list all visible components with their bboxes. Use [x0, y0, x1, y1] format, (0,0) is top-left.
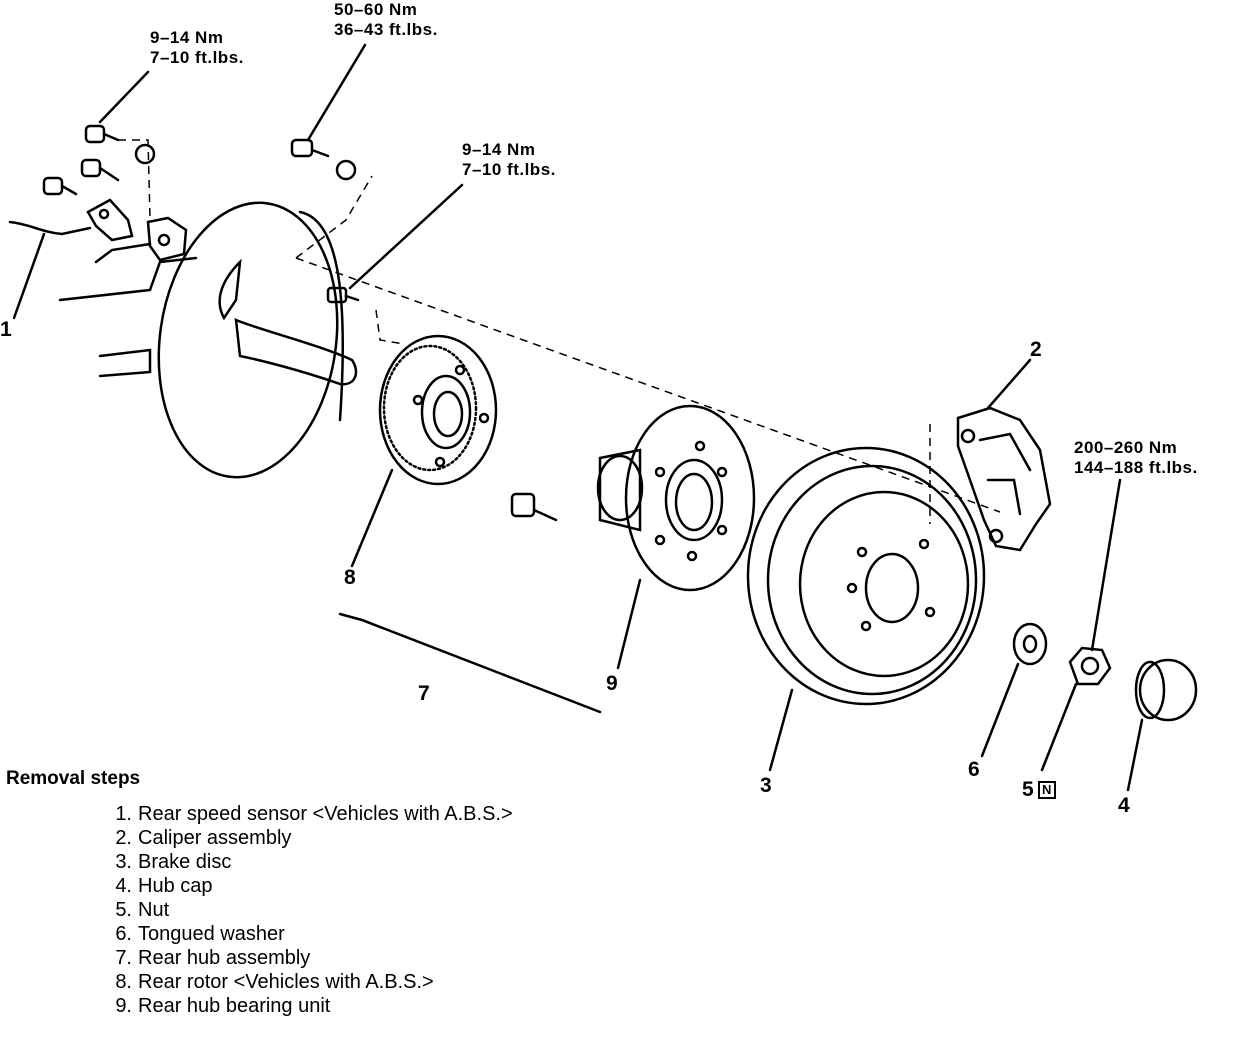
torque-nm: 9–14 Nm: [150, 28, 224, 47]
hub-assembly-bracket: [338, 612, 602, 714]
leader-callout-8: [350, 468, 394, 568]
callout-4: 4: [1118, 794, 1130, 817]
list-item: 5. Nut: [102, 898, 518, 922]
axle-housing-upper: [58, 256, 198, 302]
hub-bolt: [510, 492, 558, 522]
hub-nut: [1068, 646, 1112, 686]
dashed-line-plate-bolt: [295, 175, 373, 259]
step-number: 6.: [115, 923, 132, 945]
removal-steps-list: 1. Rear speed sensor <Vehicles with A.B.S…: [6, 802, 518, 1018]
dashed-axis-line: [295, 257, 1001, 513]
callout-8: 8: [344, 566, 356, 589]
axle-housing-top: [94, 242, 152, 264]
list-item: 1. Rear speed sensor <Vehicles with A.B.S…: [102, 802, 518, 826]
tongued-washer: [1012, 622, 1048, 666]
sensor-bolt-middle: [80, 158, 120, 182]
torque-ftlbs: 7–10 ft.lbs.: [462, 160, 556, 179]
step-number: 7.: [115, 947, 132, 969]
step-text: Rear rotor <Vehicles with A.B.S.>: [138, 971, 434, 993]
sensor-bolt-lower: [42, 176, 78, 196]
torque-ftlbs: 144–188 ft.lbs.: [1074, 458, 1198, 477]
sensor-bracket: [146, 216, 188, 262]
non-reusable-mark: N: [1037, 781, 1056, 799]
leader-torque-4: [1090, 478, 1122, 652]
callout-2: 2: [1030, 338, 1042, 361]
step-number: 5.: [115, 899, 132, 921]
list-item: 3. Brake disc: [102, 850, 518, 874]
torque-spec-nut: 200–260 Nm 144–188 ft.lbs.: [1074, 438, 1198, 478]
step-text: Caliper assembly: [138, 827, 292, 849]
torque-spec-rotor: 9–14 Nm 7–10 ft.lbs.: [462, 140, 556, 180]
removal-steps-heading: Removal steps: [6, 768, 141, 789]
step-text: Rear hub assembly: [138, 947, 311, 969]
list-item: 6. Tongued washer: [102, 922, 518, 946]
step-number: 1.: [115, 803, 132, 825]
leader-callout-5: [1040, 682, 1078, 772]
hub-cap: [1134, 658, 1198, 722]
torque-nm: 9–14 Nm: [462, 140, 536, 159]
leader-torque-3: [348, 183, 464, 290]
step-number: 3.: [115, 851, 132, 873]
torque-nm: 50–60 Nm: [334, 0, 418, 19]
callout-1: 1: [0, 318, 12, 341]
brake-disc: [746, 446, 986, 706]
hub-bearing-unit: [596, 404, 756, 592]
leader-callout-3: [768, 688, 794, 772]
step-text: Rear speed sensor <Vehicles with A.B.S.>: [138, 803, 513, 825]
step-number: 8.: [115, 971, 132, 993]
callout-9: 9: [606, 672, 618, 695]
step-text: Nut: [138, 899, 170, 921]
torque-ftlbs: 7–10 ft.lbs.: [150, 48, 244, 67]
abs-tone-ring: [378, 334, 498, 486]
speed-sensor: [86, 198, 134, 242]
removal-steps: Removal steps 1. Rear speed sensor <Vehic…: [6, 768, 518, 1018]
leader-callout-2: [986, 358, 1032, 410]
dashed-line-sensor: [118, 139, 151, 219]
rotor-bolt: [326, 286, 360, 304]
caliper-assembly: [956, 406, 1052, 552]
callout-3: 3: [760, 774, 772, 797]
step-text: Hub cap: [138, 875, 213, 897]
list-item: 9. Rear hub bearing unit: [102, 994, 518, 1018]
backing-plate: [157, 201, 358, 479]
list-item: 7. Rear hub assembly: [102, 946, 518, 970]
leader-callout-9: [616, 578, 642, 670]
step-number: 9.: [115, 995, 132, 1017]
leader-callout-6: [980, 662, 1020, 758]
backing-plate-nut: [335, 159, 357, 181]
step-text: Brake disc: [138, 851, 232, 873]
list-item: 8. Rear rotor <Vehicles with A.B.S.>: [102, 970, 518, 994]
list-item: 2. Caliper assembly: [102, 826, 518, 850]
torque-nm: 200–260 Nm: [1074, 438, 1178, 457]
callout-5-number: 5: [1022, 778, 1034, 801]
torque-spec-sensor: 9–14 Nm 7–10 ft.lbs.: [150, 28, 244, 68]
leader-callout-1: [12, 232, 46, 320]
sensor-bolt-upper: [84, 124, 120, 144]
step-text: Rear hub bearing unit: [138, 995, 331, 1017]
torque-spec-backing-plate: 50–60 Nm 36–43 ft.lbs.: [334, 0, 438, 40]
list-item: 4. Hub cap: [102, 874, 518, 898]
dashed-line-rotor-bolt: [375, 309, 405, 345]
axle-housing-lower: [98, 348, 152, 378]
step-text: Tongued washer: [138, 923, 285, 945]
leader-torque-1: [98, 70, 150, 124]
step-number: 2.: [115, 827, 132, 849]
leader-torque-2: [306, 43, 367, 142]
step-number: 4.: [115, 875, 132, 897]
torque-ftlbs: 36–43 ft.lbs.: [334, 20, 438, 39]
callout-6: 6: [968, 758, 980, 781]
backing-plate-bolt: [290, 138, 330, 158]
leader-callout-4: [1126, 718, 1144, 792]
callout-7: 7: [418, 682, 430, 705]
sensor-wire: [8, 220, 92, 236]
sensor-washer: [134, 143, 156, 165]
